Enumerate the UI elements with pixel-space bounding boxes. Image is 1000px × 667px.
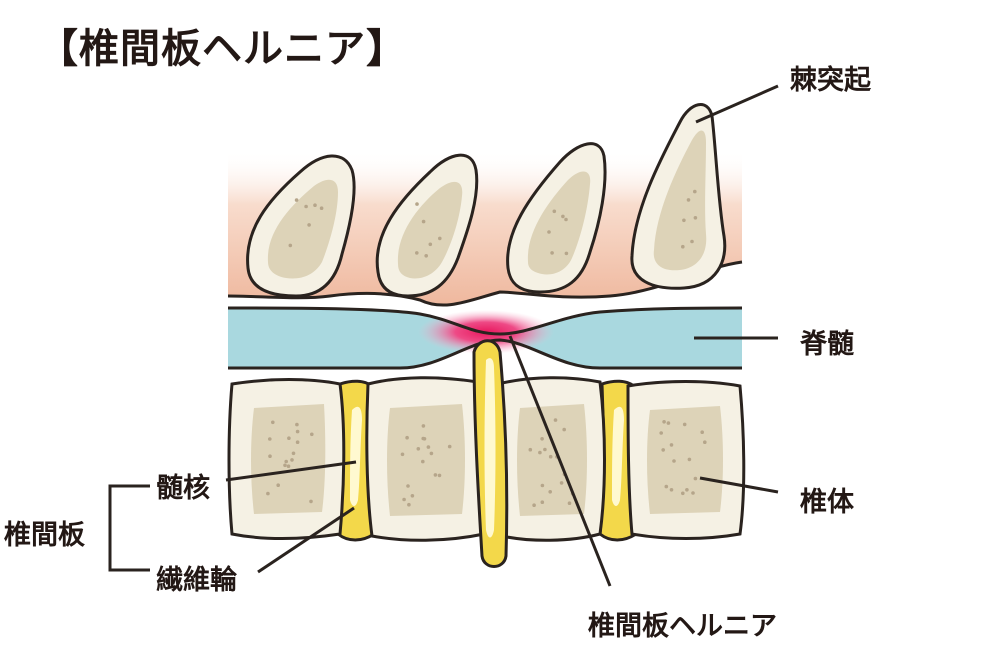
spinous-process-4 <box>630 103 727 290</box>
label-nucleus-pulposus: 髄核 <box>156 473 210 504</box>
soft-tissue-edge <box>227 260 743 307</box>
vertebral-body-2 <box>365 376 487 542</box>
spinal-cord-top-edge <box>227 306 743 336</box>
herniated-disc <box>472 339 509 568</box>
leader-line-hernia <box>508 335 612 587</box>
label-intervertebral-disc: 椎間板 <box>4 520 85 551</box>
label-annulus-fibrosus: 繊維輪 <box>156 565 237 596</box>
label-spinal-cord: 脊髄 <box>800 329 854 360</box>
vertebral-body-3 <box>495 376 606 542</box>
vertebral-body-1 <box>227 378 346 540</box>
spinal-cord-bottom-edge <box>228 338 742 370</box>
vertebral-body-4 <box>626 380 746 540</box>
spinous-process-1 <box>246 154 356 298</box>
label-vertebral-body: 椎体 <box>800 487 854 518</box>
leader-line-body <box>699 476 779 494</box>
leader-line-annulus <box>257 506 355 574</box>
label-disc-herniation: 椎間板ヘルニア <box>588 611 777 642</box>
spinous-process-3 <box>506 142 607 294</box>
soft-tissue <box>228 150 742 306</box>
disc-bracket <box>108 484 150 572</box>
spinous-process-2 <box>375 153 479 298</box>
leader-line-nucleus <box>225 460 357 482</box>
leader-line-spinous <box>695 84 779 124</box>
label-spinous-process: 棘突起 <box>790 65 871 96</box>
page-title: 【椎間板ヘルニア】 <box>38 26 407 72</box>
